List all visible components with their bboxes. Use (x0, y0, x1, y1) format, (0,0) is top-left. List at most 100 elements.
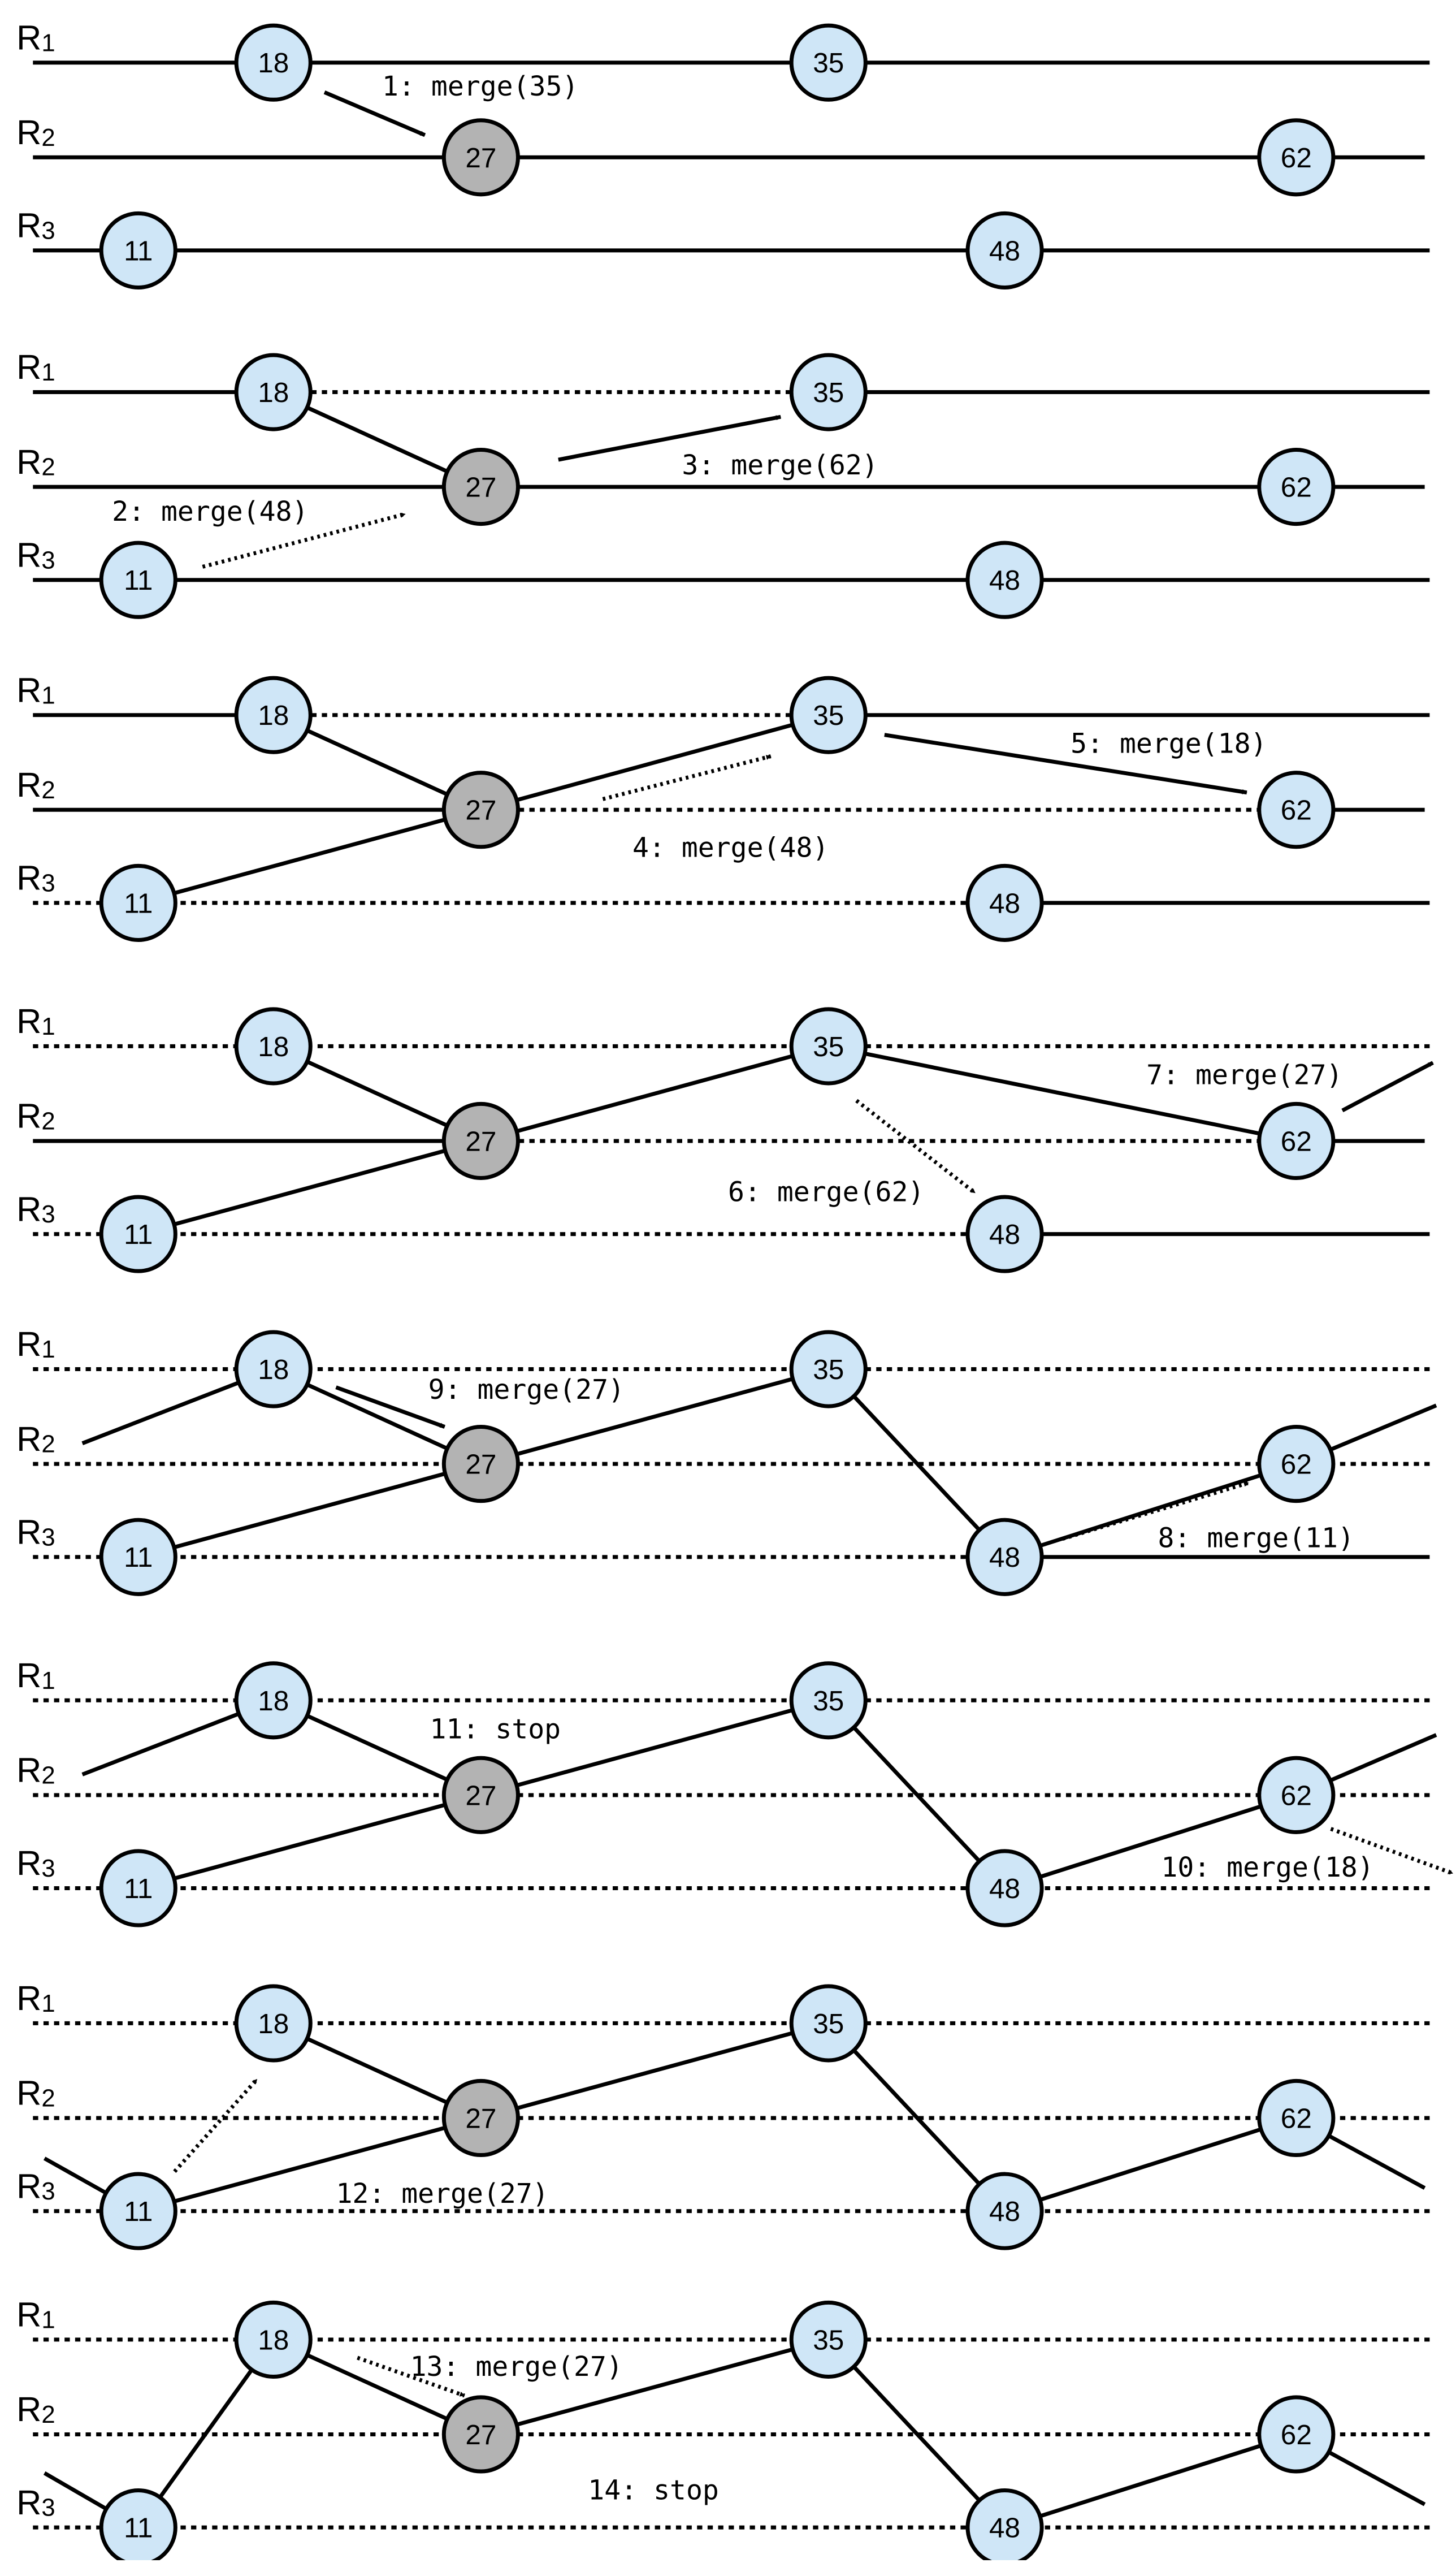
next-pointer-edge (137, 1139, 482, 1236)
node-48: 48 (965, 2172, 1044, 2250)
node-circle (965, 2488, 1044, 2563)
node-27: 27 (441, 771, 520, 849)
message-label: 2: merge(48) (112, 496, 308, 528)
node-35: 35 (789, 1661, 868, 1740)
node-key-label: 27 (465, 1780, 496, 1811)
next-pointer-edge (137, 2116, 482, 2213)
node-key-label: 35 (813, 2324, 844, 2355)
node-circle (965, 541, 1044, 619)
row-label-r1: R1 (16, 671, 55, 709)
row-label-r2: R2 (16, 1097, 55, 1135)
node-18: 18 (234, 1330, 313, 1408)
node-circle (234, 1330, 313, 1408)
message-arrow-solid (323, 90, 426, 137)
node-27: 27 (441, 1756, 520, 1834)
row-label-r2: R2 (16, 2074, 55, 2112)
node-18: 18 (234, 1661, 313, 1740)
message-label: 8: merge(11) (1158, 1522, 1354, 1554)
row-label-r3: R3 (16, 206, 55, 245)
node-11: 11 (99, 211, 177, 289)
node-key-label: 35 (813, 1031, 844, 1062)
node-circle (99, 863, 177, 942)
next-pointer-edge (827, 1368, 1007, 1559)
row-label-r1: R1 (16, 348, 55, 386)
node-circle (789, 676, 868, 754)
row-label-r1: R1 (16, 1656, 55, 1695)
node-circle (789, 1661, 868, 1740)
message-label: 6: merge(62) (728, 1176, 924, 1208)
message-label: 14: stop (588, 2475, 719, 2506)
node-circle (965, 1518, 1044, 1596)
node-48: 48 (965, 211, 1044, 289)
node-circle (965, 211, 1044, 289)
node-35: 35 (789, 1330, 868, 1408)
message-label: 7: merge(27) (1146, 1059, 1342, 1091)
message-arrow-solid (335, 1385, 445, 1429)
node-18: 18 (234, 1984, 313, 2063)
node-key-label: 62 (1281, 2419, 1312, 2450)
node-18: 18 (234, 2300, 313, 2379)
node-62: 62 (1257, 2078, 1336, 2158)
node-48: 48 (965, 863, 1044, 942)
node-circle (234, 1007, 313, 1086)
node-key-label: 18 (258, 700, 289, 731)
node-circle (441, 2078, 520, 2158)
node-key-label: 62 (1281, 1780, 1312, 1811)
node-circle (441, 448, 520, 526)
node-11: 11 (99, 2172, 177, 2250)
message-arrow-dotted (1330, 1827, 1454, 1875)
node-circle (99, 2172, 177, 2250)
node-key-label: 35 (813, 377, 844, 408)
node-circle (441, 1425, 520, 1503)
node-18: 18 (234, 23, 313, 102)
message-arrow-dotted (855, 1099, 977, 1195)
message-label: 1: merge(35) (382, 71, 578, 102)
node-circle (789, 23, 868, 102)
node-key-label: 48 (989, 888, 1020, 919)
next-pointer-edge (480, 1367, 829, 1466)
row-label-r2: R2 (16, 443, 55, 481)
node-62: 62 (1257, 1101, 1336, 1181)
node-11: 11 (99, 541, 177, 619)
node-11: 11 (99, 1518, 177, 1596)
node-key-label: 11 (124, 565, 153, 596)
next-pointer-edge (480, 1044, 829, 1143)
message-arrow-dotted (173, 2078, 259, 2173)
message-label: 4: merge(48) (632, 832, 829, 863)
node-key-label: 27 (465, 1449, 496, 1480)
message-label: 13: merge(27) (410, 2351, 623, 2383)
node-circle (234, 353, 313, 431)
node-62: 62 (1257, 2395, 1336, 2474)
row-label-r2: R2 (16, 1420, 55, 1458)
node-key-label: 18 (258, 1031, 289, 1062)
node-key-label: 48 (989, 565, 1020, 596)
node-key-label: 11 (124, 2513, 153, 2544)
node-key-label: 35 (813, 1685, 844, 1717)
row-label-r1: R1 (16, 1325, 55, 1363)
node-35: 35 (789, 353, 868, 431)
node-35: 35 (789, 676, 868, 754)
node-circle (1257, 1101, 1336, 1181)
node-18: 18 (234, 1007, 313, 1086)
row-label-r3: R3 (16, 2167, 55, 2205)
row-label-r1: R1 (16, 18, 55, 57)
node-key-label: 27 (465, 1126, 496, 1157)
message-arrow-solid (558, 414, 782, 462)
next-pointer-edge (1004, 2116, 1297, 2213)
row-label-r1: R1 (16, 1979, 55, 2017)
node-key-label: 27 (465, 795, 496, 826)
node-62: 62 (1257, 118, 1336, 197)
node-11: 11 (99, 1195, 177, 1273)
message-label: 3: merge(62) (682, 450, 878, 481)
node-circle (1257, 448, 1336, 526)
node-circle (965, 863, 1044, 942)
next-pointer-edge (137, 1793, 482, 1890)
node-key-label: 48 (989, 2513, 1020, 2544)
node-key-label: 48 (989, 1542, 1020, 1573)
node-62: 62 (1257, 1756, 1336, 1834)
